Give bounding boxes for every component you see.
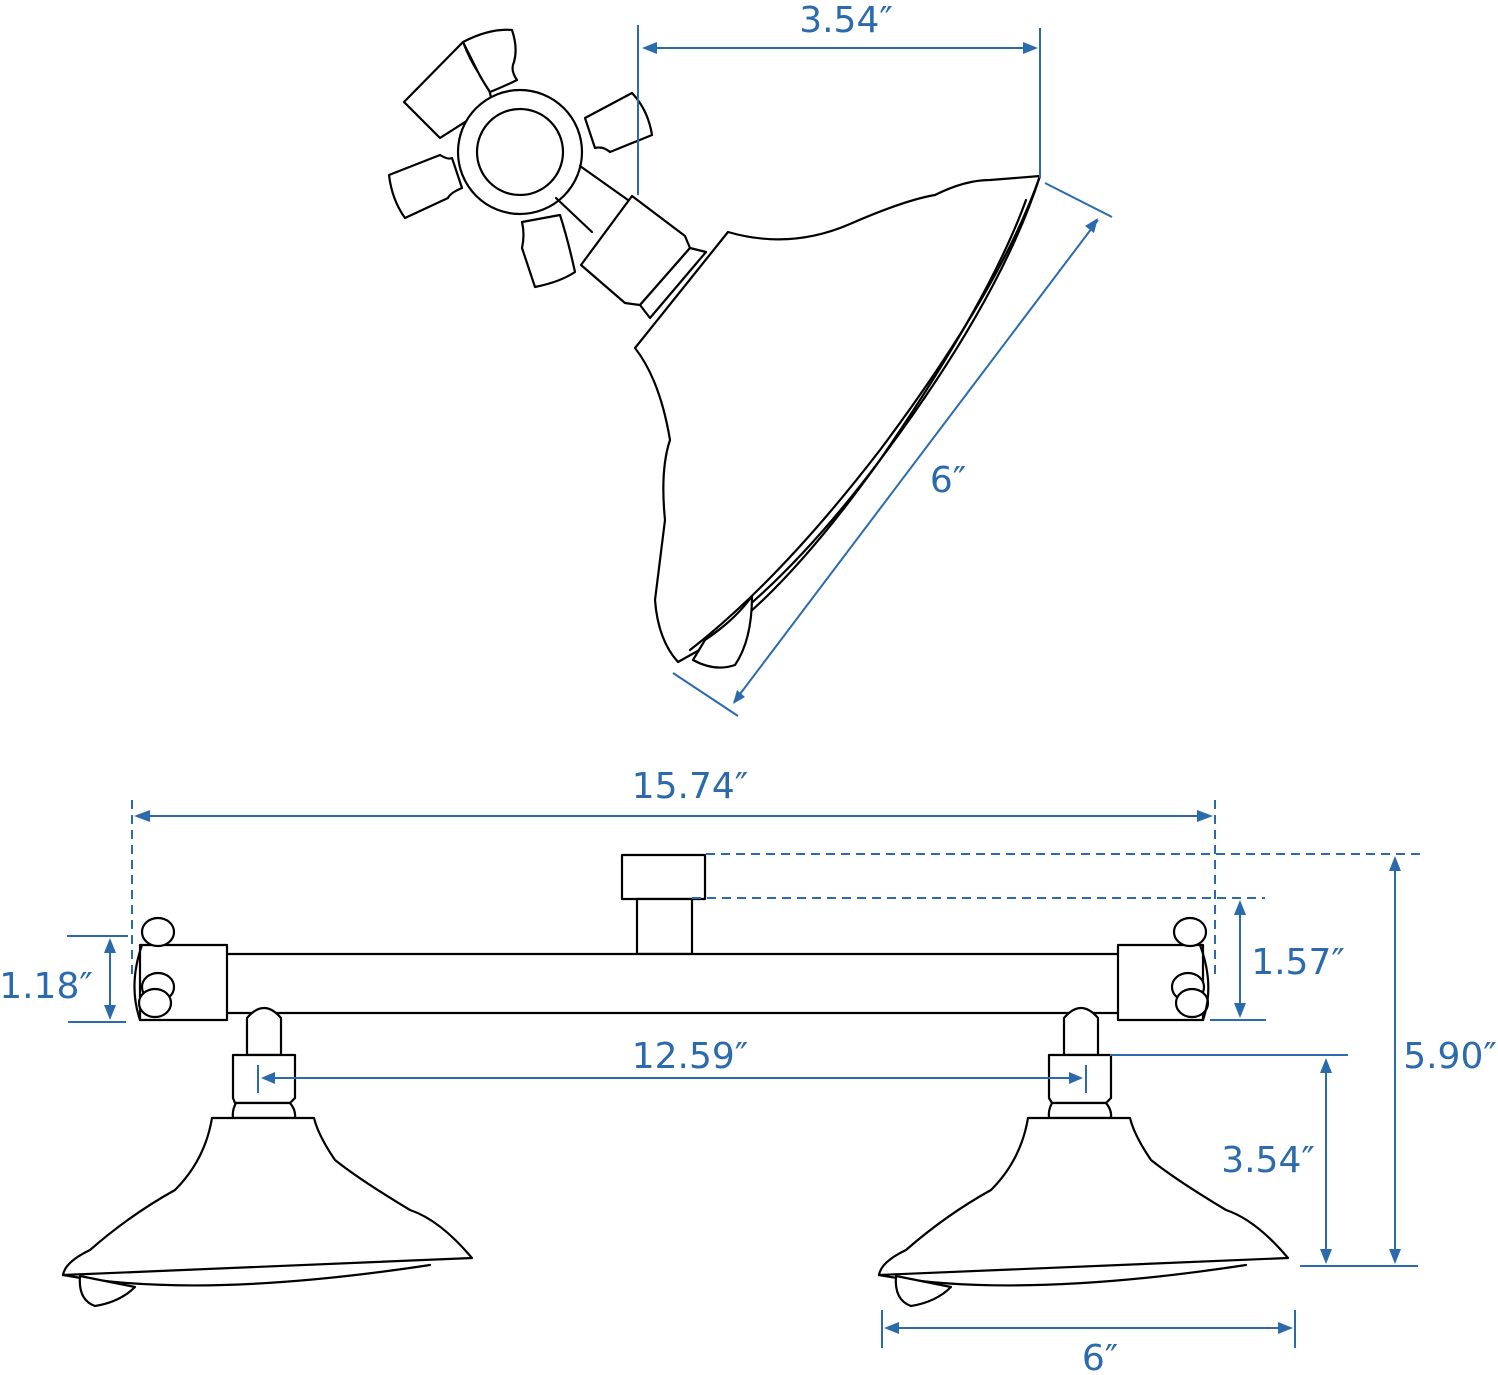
dimension-label-overall-width: 15.74″	[632, 766, 749, 807]
dimension-overall-width: 15.74″	[131, 766, 1216, 975]
extension-arm	[224, 952, 1121, 1015]
shower-head-angled	[633, 174, 1042, 669]
dimension-head-spacing: 12.59″	[257, 1036, 1087, 1093]
dimension-label-head-height: 3.54″	[1221, 1140, 1315, 1181]
dimension-projection: 3.54″	[637, 0, 1041, 195]
dimension-head-height: 3.54″	[1110, 1054, 1348, 1264]
left-knob-caps	[133, 916, 176, 1022]
dimension-connector-height: 1.57″	[1234, 900, 1345, 1018]
ball-joint-connector	[579, 194, 708, 320]
dimension-label-connector-height: 1.57″	[1251, 942, 1345, 983]
dimension-label-head-spacing: 12.59″	[632, 1036, 749, 1077]
dimension-label-projection: 3.54″	[799, 0, 893, 41]
swivel-knob	[387, 28, 654, 289]
front-view: 15.74″ 12.59″ 1.18″ 1.	[0, 766, 1497, 1375]
dimension-head-width: 6″	[881, 1310, 1296, 1375]
dimension-label-face-diameter: 6″	[930, 460, 966, 501]
inlet-stem	[635, 897, 694, 956]
left-shower-head	[61, 1006, 474, 1308]
dimension-label-overall-height: 5.90″	[1403, 1036, 1497, 1077]
dimension-overall-height: 5.90″	[1300, 856, 1497, 1267]
dimension-label-head-width: 6″	[1082, 1338, 1118, 1375]
right-knob-caps	[1170, 916, 1210, 1022]
right-shower-head	[877, 1006, 1290, 1308]
dimension-label-arm-height: 1.18″	[0, 966, 93, 1007]
inlet-nut	[620, 853, 707, 901]
dimension-arm-height: 1.18″	[0, 935, 128, 1023]
dimension-face-diameter: 6″	[672, 182, 1113, 717]
side-view: 3.54″ 6″	[387, 0, 1113, 717]
